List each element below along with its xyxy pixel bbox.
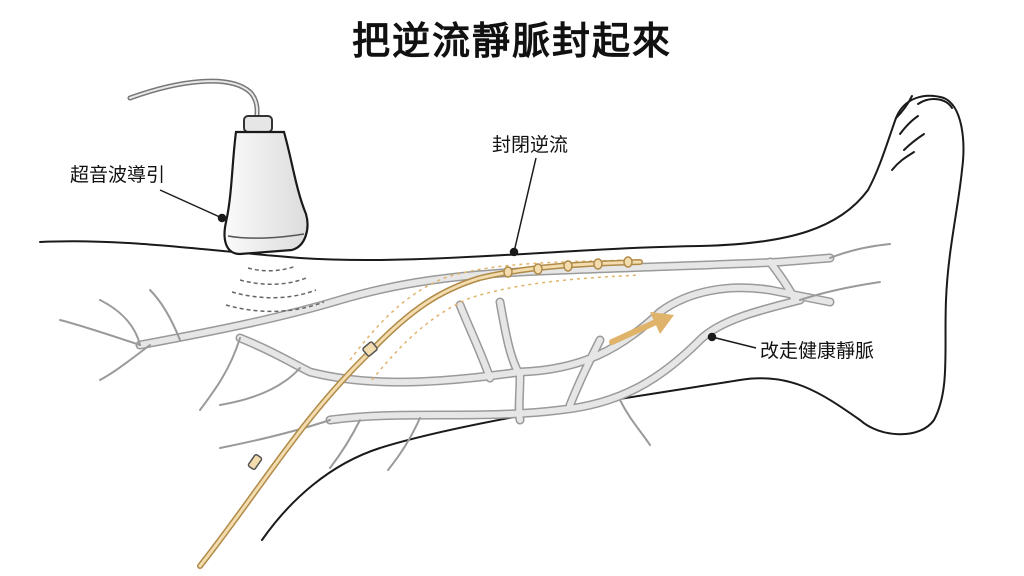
- target-vein-outline-lower: [371, 274, 641, 381]
- seal-label: 封閉逆流: [492, 134, 569, 156]
- leg-outline: [39, 94, 965, 541]
- healthy-vein-label: 改走健康靜脈: [760, 340, 875, 362]
- ultrasound-probe: [127, 78, 309, 256]
- leader-lines: [159, 157, 757, 349]
- page-title: 把逆流靜脈封起來: [351, 19, 672, 63]
- catheter-sheath-ring: [362, 341, 378, 357]
- sealing-points: [503, 256, 633, 278]
- flow-arrow-icon: [609, 312, 674, 345]
- ultrasound-waves: [225, 265, 325, 313]
- vein-network: [59, 243, 891, 471]
- catheter-entry-ring: [247, 454, 263, 470]
- probe-label: 超音波導引: [70, 164, 166, 186]
- catheter: [197, 259, 643, 569]
